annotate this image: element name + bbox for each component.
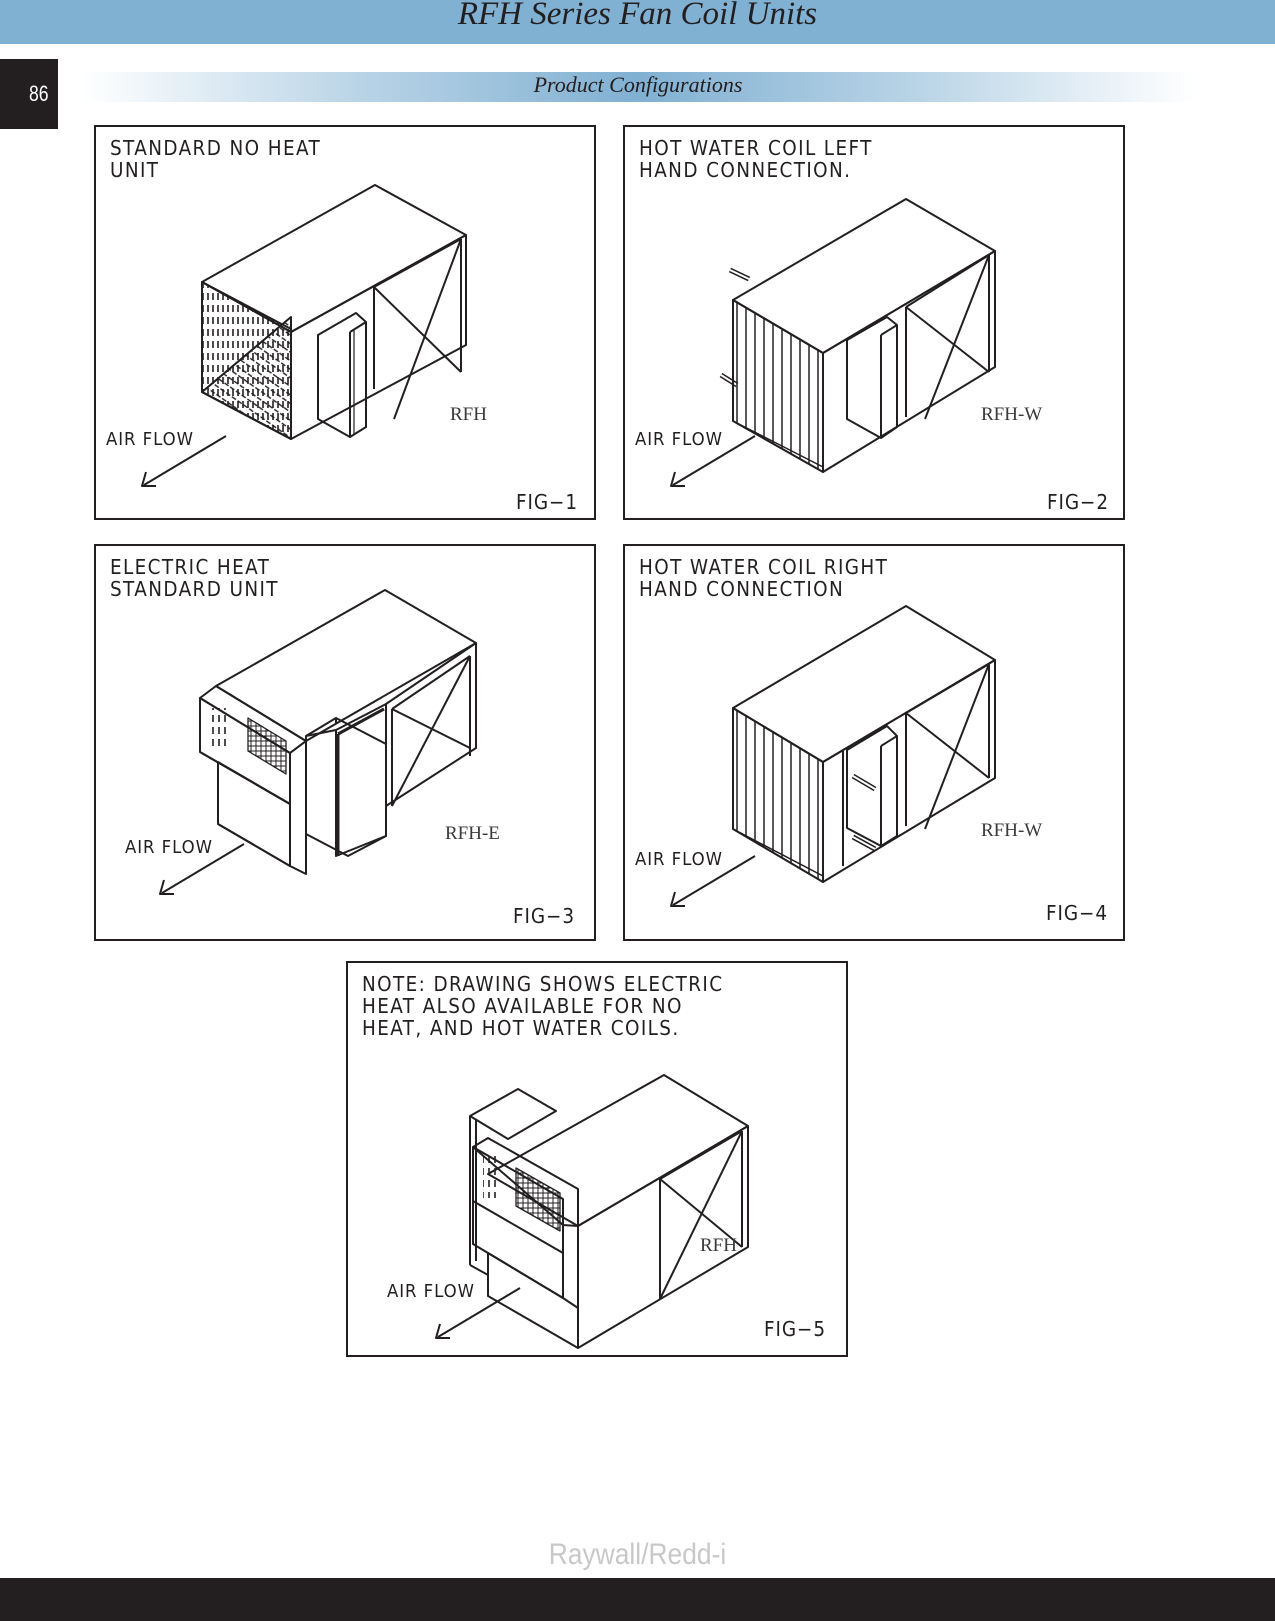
model-label: RFH-E [445,823,500,844]
airflow-label: AIR FLOW [635,429,723,450]
footer-brand: Raywall/Redd-i [548,1538,727,1571]
figure-caption: HOT WATER COIL LEFT HAND CONNECTION. [639,136,873,182]
figure-4-hot-water-right: HOT WATER COIL RIGHT HAND CONNECTION RFH… [623,544,1125,941]
airflow-label: AIR FLOW [106,429,194,450]
figure-number: FIG−3 [513,904,575,928]
figure-caption: ELECTRIC HEAT STANDARD UNIT [110,555,279,601]
airflow-label: AIR FLOW [387,1281,475,1302]
page-number-tab: 86 [0,59,58,129]
unit-drawing-electric-heat-icon [159,589,477,895]
unit-drawing-electric-heat-alt-icon [435,1074,749,1349]
figure-number: FIG−5 [764,1317,826,1341]
figure-5-electric-heat-note: NOTE: DRAWING SHOWS ELECTRIC HEAT ALSO A… [346,961,848,1357]
figure-1-standard-no-heat: STANDARD NO HEAT UNIT RFH AIR FLOW FIG−1 [94,125,596,520]
section-title: Product Configurations [533,72,743,97]
figure-number: FIG−2 [1047,490,1109,514]
unit-drawing-hot-water-right-icon [670,605,996,907]
model-label: RFH-W [981,820,1043,841]
figure-number: FIG−4 [1046,901,1108,925]
figure-caption: NOTE: DRAWING SHOWS ELECTRIC HEAT ALSO A… [362,972,724,1040]
airflow-label: AIR FLOW [125,837,213,858]
page-number: 86 [29,81,49,106]
figure-3-electric-heat: ELECTRIC HEAT STANDARD UNIT RFH-E AIR FL… [94,544,596,941]
document-title: RFH Series Fan Coil Units [457,0,818,32]
figure-2-hot-water-left: HOT WATER COIL LEFT HAND CONNECTION. RFH… [623,125,1125,520]
model-label: RFH [450,404,487,425]
model-label: RFH [700,1235,737,1256]
unit-drawing-hot-water-left-icon [670,198,996,487]
section-bar: Product Configurations [82,72,1194,102]
footer-bar [0,1578,1275,1621]
unit-drawing-no-heat-icon [141,184,467,487]
figure-caption: HOT WATER COIL RIGHT HAND CONNECTION [639,555,889,601]
figure-caption: STANDARD NO HEAT UNIT [110,136,322,182]
airflow-label: AIR FLOW [635,849,723,870]
figure-number: FIG−1 [516,490,578,514]
model-label: RFH-W [981,404,1043,425]
header-banner: RFH Series Fan Coil Units [0,0,1275,44]
